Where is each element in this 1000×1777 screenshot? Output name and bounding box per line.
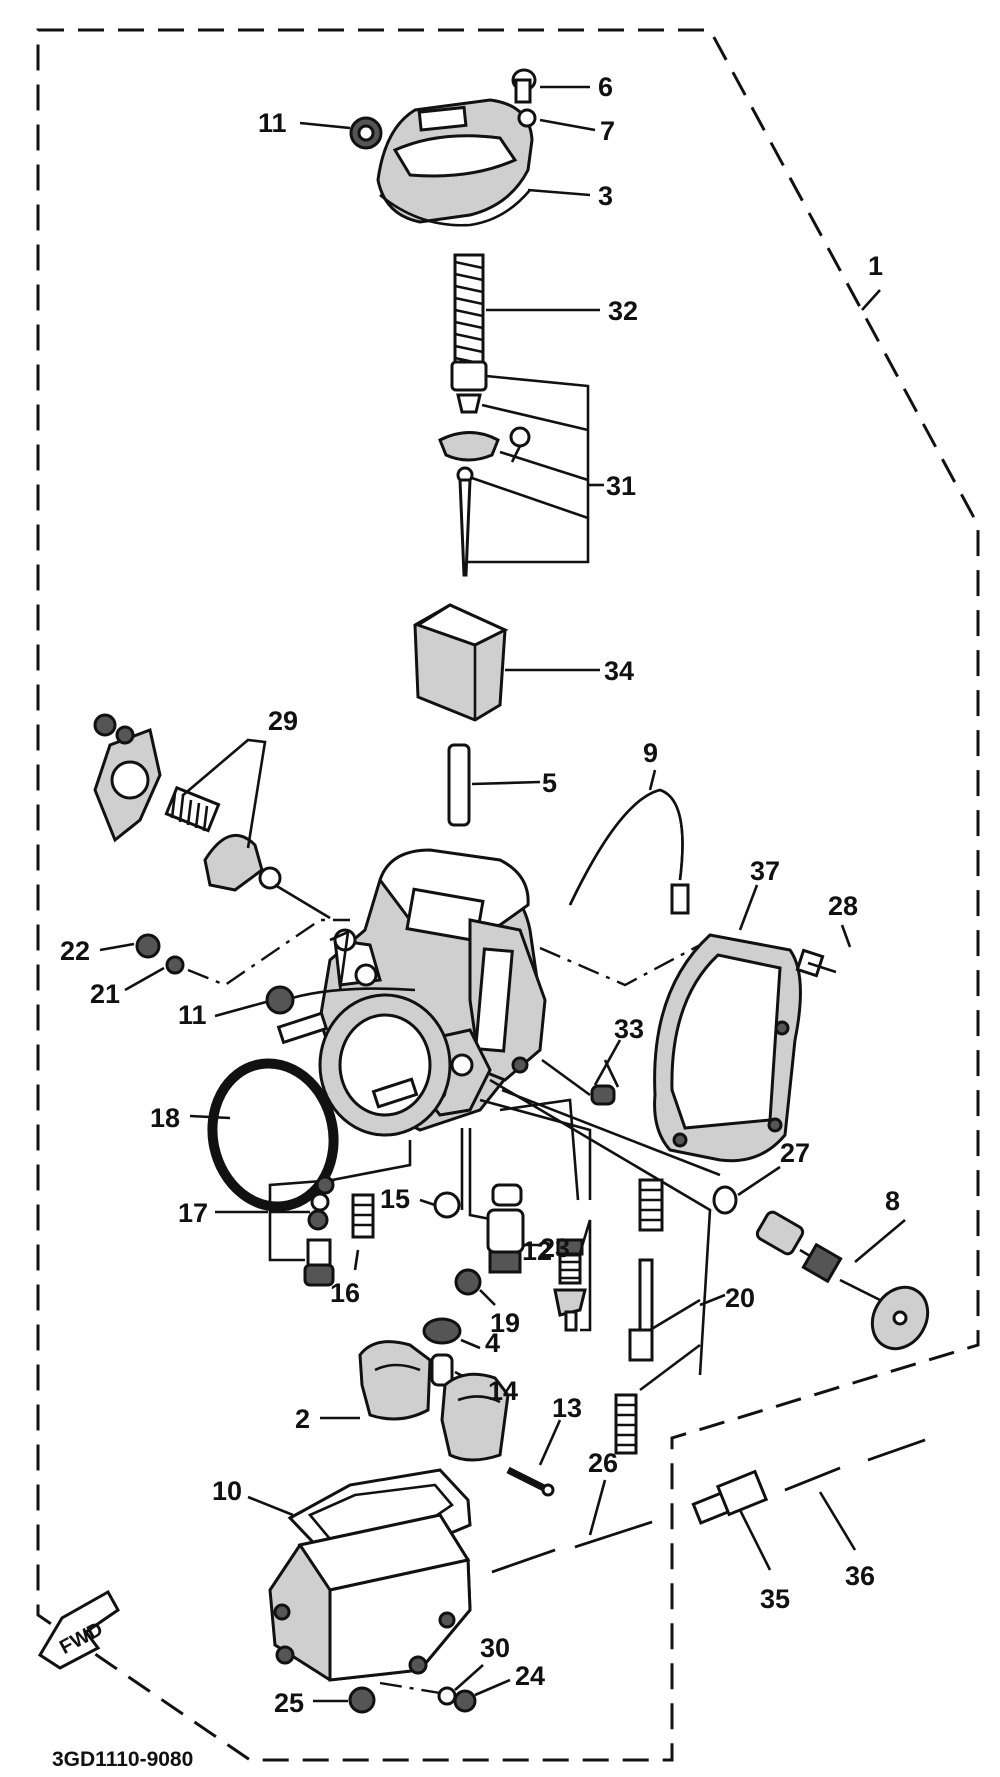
drain-plug-24: [453, 1689, 477, 1713]
label-35: 35: [760, 1584, 790, 1614]
drain-hoses-26: [491, 1520, 653, 1574]
throttle-spring: [164, 785, 221, 833]
label-33: 33: [614, 1014, 644, 1044]
label-16: 16: [330, 1278, 360, 1308]
hose-fitting-35: [691, 1469, 769, 1525]
washer-21: [165, 955, 185, 975]
label-25: 25: [274, 1688, 304, 1718]
label-36: 36: [845, 1561, 875, 1591]
diagram-code: 3GD1110-9080: [52, 1748, 193, 1771]
hoses-36: [784, 1438, 926, 1492]
label-11-top: 11: [258, 108, 287, 138]
label-34: 34: [604, 656, 634, 686]
forward-arrow-icon: FWD: [37, 1589, 120, 1670]
float-bowl-side-cover: [653, 933, 802, 1163]
label-2: 2: [295, 1404, 310, 1434]
label-31: 31: [606, 471, 636, 501]
label-30: 30: [480, 1633, 510, 1663]
top-cap-part: [376, 98, 534, 227]
label-4: 4: [485, 1328, 500, 1358]
label-32: 32: [608, 296, 638, 326]
main-jet-19: [454, 1268, 482, 1296]
label-21: 21: [90, 979, 120, 1009]
label-6: 6: [598, 72, 613, 102]
label-26: 26: [588, 1448, 618, 1478]
label-28: 28: [828, 891, 858, 921]
label-24: 24: [515, 1661, 545, 1691]
label-8: 8: [885, 1186, 900, 1216]
label-15: 15: [380, 1184, 410, 1214]
label-3: 3: [598, 181, 613, 211]
plug-15: [433, 1191, 461, 1219]
nut-11-left: [265, 985, 295, 1015]
label-17: 17: [178, 1198, 208, 1228]
label-37: 37: [750, 856, 780, 886]
spring-part: [453, 253, 485, 367]
label-20: 20: [725, 1283, 755, 1313]
label-19: 19: [490, 1308, 520, 1338]
throttle-stop-cover: [93, 713, 162, 843]
throttle-cam: [203, 834, 282, 892]
label-11-left: 11: [178, 1000, 207, 1030]
o-ring-30: [437, 1686, 457, 1706]
label-23: 23: [540, 1233, 570, 1263]
label-1: 1: [868, 251, 883, 281]
screw-22: [135, 933, 161, 959]
intake-flange: [318, 993, 452, 1137]
cover-screw: [795, 948, 837, 978]
intake-gasket: [207, 1058, 339, 1212]
label-5: 5: [542, 768, 557, 798]
drain-screw-25: [348, 1686, 376, 1714]
label-27: 27: [780, 1138, 810, 1168]
jet-holder-4: [422, 1317, 462, 1345]
cap-washer: [517, 108, 537, 128]
label-12: 12: [522, 1236, 552, 1266]
vent-hose: [568, 788, 684, 906]
float-pin-13: [506, 1466, 550, 1494]
assembly-boundary: [36, 28, 980, 1762]
throttle-slide-part: [413, 603, 509, 722]
plug-33: [590, 1084, 616, 1106]
label-9: 9: [643, 738, 658, 768]
label-14: 14: [488, 1376, 518, 1406]
starter-plunger: [755, 1210, 930, 1351]
label-22: 22: [60, 936, 90, 966]
float-2: [358, 1340, 510, 1462]
label-10: 10: [212, 1476, 242, 1506]
label-18: 18: [150, 1103, 180, 1133]
float-bowl: [268, 1513, 472, 1682]
label-29: 29: [268, 706, 298, 736]
label-7: 7: [600, 116, 615, 146]
label-13: 13: [552, 1393, 582, 1423]
o-ring-27: [712, 1185, 738, 1215]
